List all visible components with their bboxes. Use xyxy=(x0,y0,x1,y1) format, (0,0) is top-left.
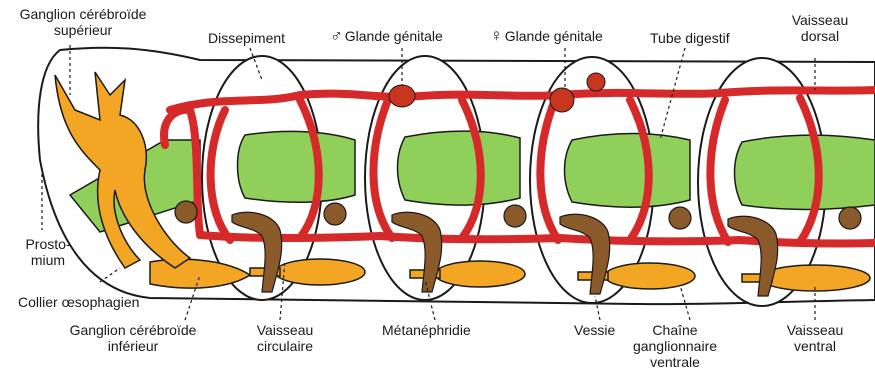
female-gland-2 xyxy=(587,73,605,91)
label-dissepiment: Dissepiment xyxy=(208,30,285,46)
label-glande-female: ♀Glande génitale xyxy=(490,28,603,44)
label-tube-digestif: Tube digestif xyxy=(650,30,730,46)
male-symbol: ♂ xyxy=(330,26,343,45)
label-glande-male: ♂Glande génitale xyxy=(330,28,443,44)
female-gland-1 xyxy=(550,88,574,112)
label-prostomium: Prosto-mium xyxy=(18,236,78,268)
male-gland xyxy=(389,85,415,107)
label-vessie: Vessie xyxy=(574,322,615,338)
label-collier-oesophagien: Collier œsophagien xyxy=(18,294,139,310)
label-metanephridie: Métanéphridie xyxy=(382,322,471,338)
female-symbol: ♀ xyxy=(490,26,503,45)
